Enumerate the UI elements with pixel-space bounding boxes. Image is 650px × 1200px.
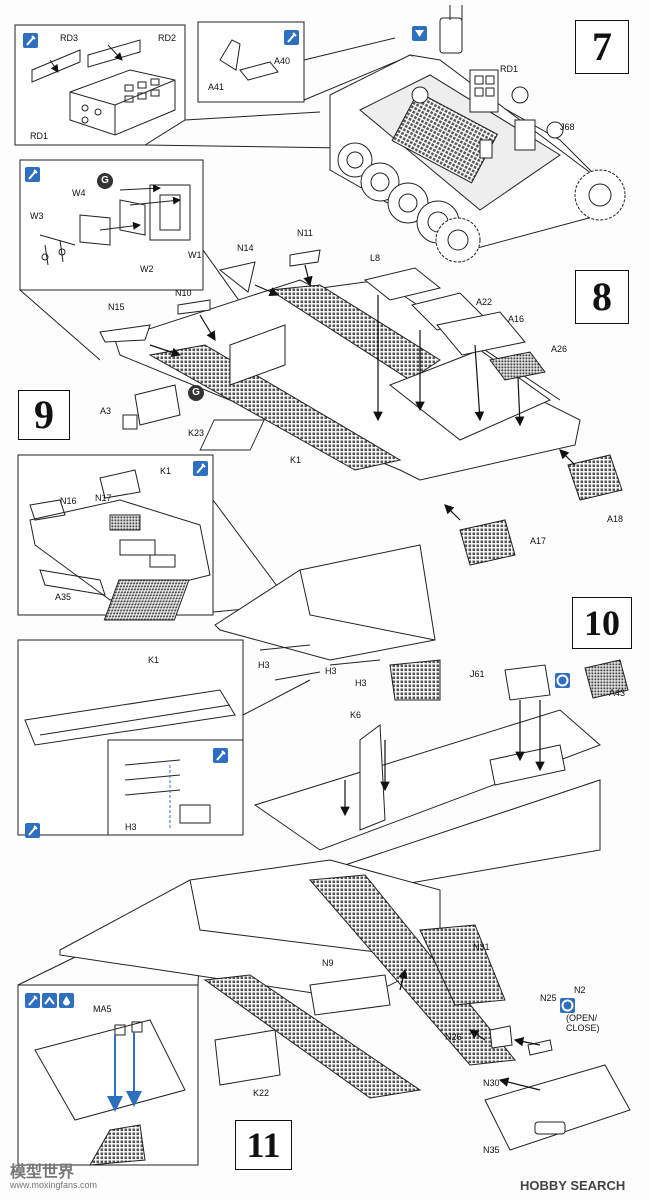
part-label: W3 bbox=[30, 211, 44, 221]
part-label: N26 bbox=[445, 1032, 462, 1042]
step8-arrows bbox=[149, 264, 576, 521]
part-label: A16 bbox=[508, 314, 525, 324]
part-label: A43 bbox=[609, 688, 626, 698]
part-label: RD1 bbox=[30, 131, 49, 141]
part-label: N16 bbox=[60, 496, 77, 506]
part-label: N15 bbox=[108, 302, 125, 312]
g-marker-icon: G bbox=[188, 385, 204, 401]
part-label: N10 bbox=[175, 288, 192, 298]
part-label: J68 bbox=[560, 122, 575, 132]
hull-step11 bbox=[59, 859, 631, 1151]
hull-step7 bbox=[329, 5, 626, 263]
step10-arrows bbox=[340, 700, 545, 817]
part-label: W1 bbox=[188, 250, 202, 260]
inset-step11 bbox=[17, 939, 201, 1166]
part-label: H3 bbox=[125, 822, 137, 832]
part-label: A17 bbox=[530, 536, 547, 546]
step11-arrows bbox=[398, 968, 541, 1091]
part-label: W2 bbox=[140, 264, 154, 274]
part-label: N30 bbox=[483, 1078, 500, 1088]
photo-etch-icon bbox=[412, 26, 427, 41]
part-label: A35 bbox=[55, 592, 72, 602]
watermark-text: 模型世界 bbox=[10, 1164, 75, 1181]
glue-icon bbox=[284, 30, 299, 45]
step-number-11: 11 bbox=[235, 1120, 292, 1170]
part-label: N25 bbox=[540, 993, 557, 1003]
open-close-note: (OPEN/ bbox=[566, 1013, 598, 1023]
brand-logo: HOBBY SEARCH bbox=[520, 1178, 626, 1193]
part-label: K1 bbox=[160, 466, 172, 476]
part-label: N35 bbox=[483, 1145, 500, 1155]
movable-part-icon bbox=[555, 673, 570, 688]
part-label: N9 bbox=[322, 958, 334, 968]
step-number-10: 10 bbox=[572, 597, 632, 649]
part-label: A22 bbox=[476, 297, 493, 307]
g-marker-icon: G bbox=[97, 173, 113, 189]
part-label: A26 bbox=[551, 344, 568, 354]
drop-icon bbox=[59, 993, 74, 1008]
glue-icon bbox=[25, 167, 40, 182]
hull-step10 bbox=[253, 659, 629, 891]
hull-step9 bbox=[103, 544, 441, 701]
inset-step10 bbox=[17, 639, 311, 836]
glue-icon bbox=[23, 33, 38, 48]
watermark-site: www.moxingfans.com bbox=[10, 1180, 98, 1190]
part-label: N2 bbox=[574, 985, 586, 995]
part-label: L8 bbox=[370, 253, 381, 263]
glue-icon bbox=[25, 823, 40, 838]
part-label: N14 bbox=[237, 243, 254, 253]
part-label: RD2 bbox=[158, 33, 177, 43]
part-label: A3 bbox=[100, 406, 112, 416]
glue-icon bbox=[25, 993, 40, 1008]
part-label: RD1 bbox=[500, 64, 519, 74]
part-label: H3 bbox=[355, 678, 367, 688]
part-label: K1 bbox=[290, 455, 302, 465]
glue-icon bbox=[193, 461, 208, 476]
part-label: H3 bbox=[258, 660, 270, 670]
part-label: J61 bbox=[470, 669, 485, 679]
part-label: N31 bbox=[473, 942, 490, 952]
part-label: K22 bbox=[253, 1088, 270, 1098]
bend-icon bbox=[42, 993, 57, 1008]
movable-part-icon bbox=[560, 998, 575, 1013]
part-label: K6 bbox=[350, 710, 362, 720]
part-label: K23 bbox=[188, 428, 205, 438]
part-label: RD3 bbox=[60, 33, 79, 43]
step-number-7: 7 bbox=[575, 20, 629, 74]
open-close-note: CLOSE) bbox=[566, 1023, 600, 1033]
step-number-8: 8 bbox=[575, 270, 629, 324]
part-label: H3 bbox=[325, 666, 337, 676]
part-label: A18 bbox=[607, 514, 624, 524]
step-number-9: 9 bbox=[18, 390, 70, 440]
part-label: N17 bbox=[95, 493, 112, 503]
inset-rd-panel bbox=[14, 24, 346, 149]
part-label: W4 bbox=[72, 188, 86, 198]
part-label: A40 bbox=[274, 56, 291, 66]
part-label: A41 bbox=[208, 82, 225, 92]
part-label: K1 bbox=[148, 655, 160, 665]
part-label: N11 bbox=[297, 228, 313, 238]
hull-step8 bbox=[99, 249, 623, 566]
glue-icon bbox=[213, 748, 228, 763]
part-label: MA5 bbox=[93, 1004, 112, 1014]
